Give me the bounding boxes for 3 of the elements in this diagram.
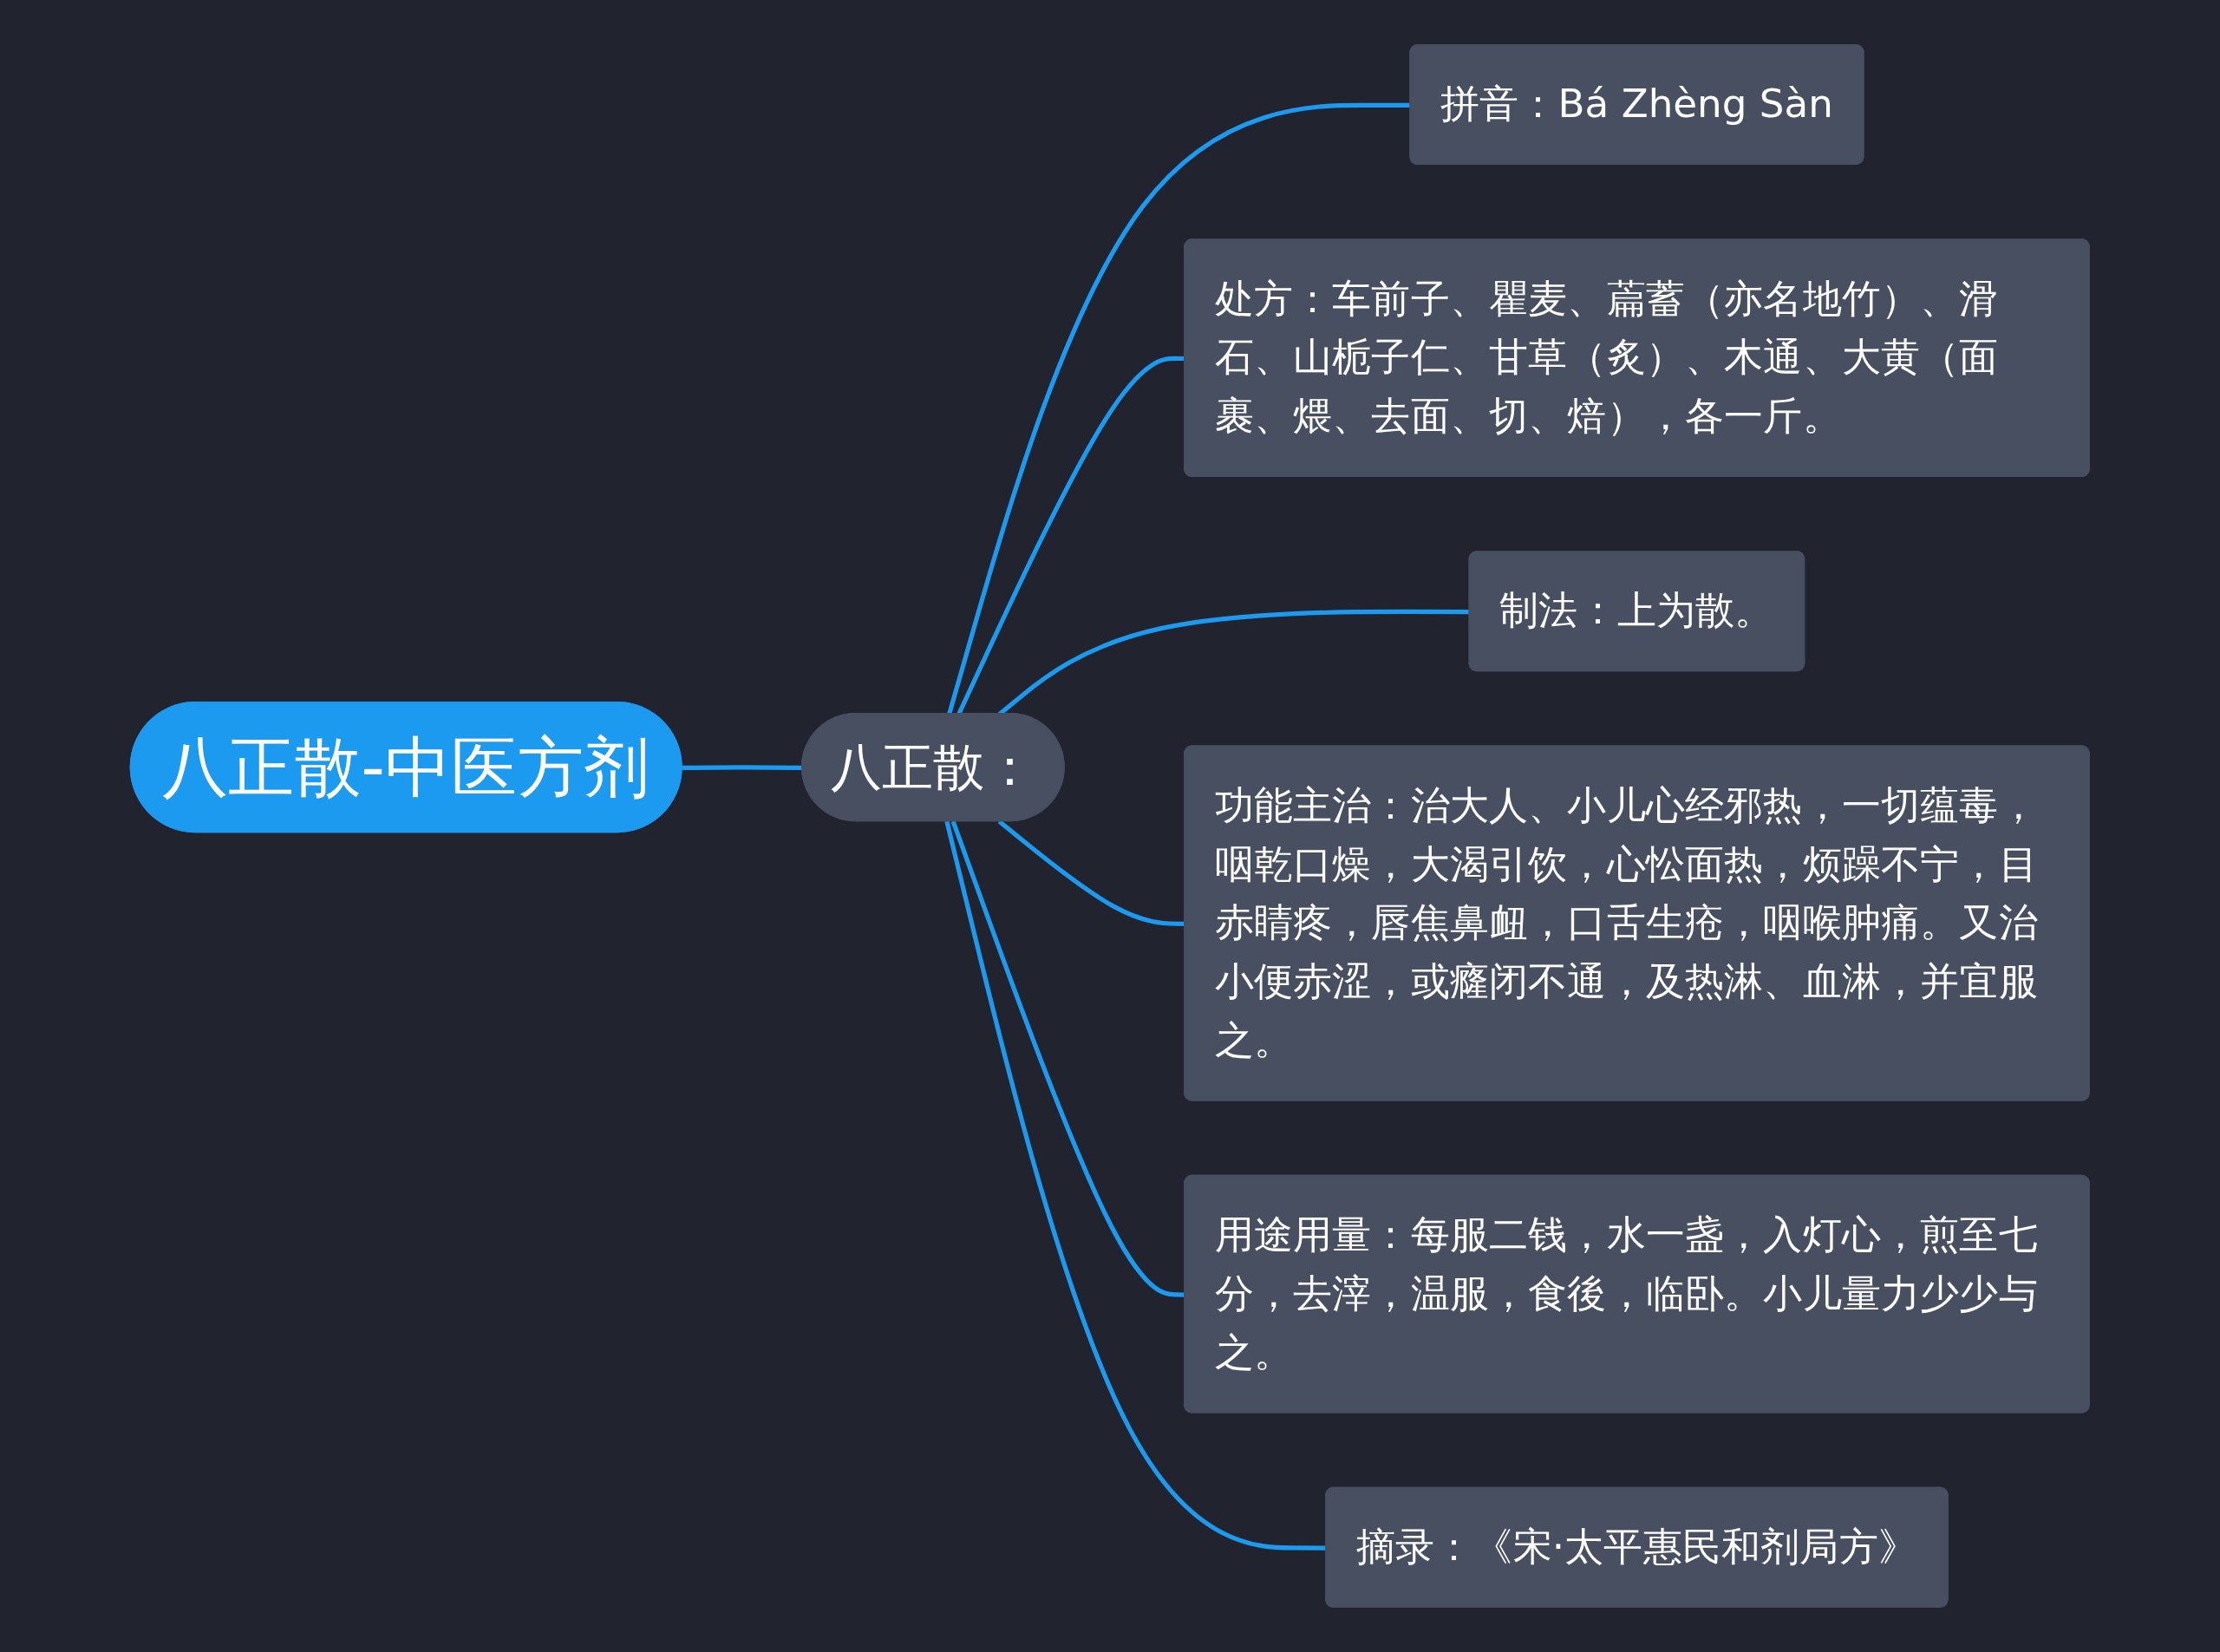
connector xyxy=(950,820,1185,1297)
connector xyxy=(682,765,803,771)
connector xyxy=(997,819,1185,927)
